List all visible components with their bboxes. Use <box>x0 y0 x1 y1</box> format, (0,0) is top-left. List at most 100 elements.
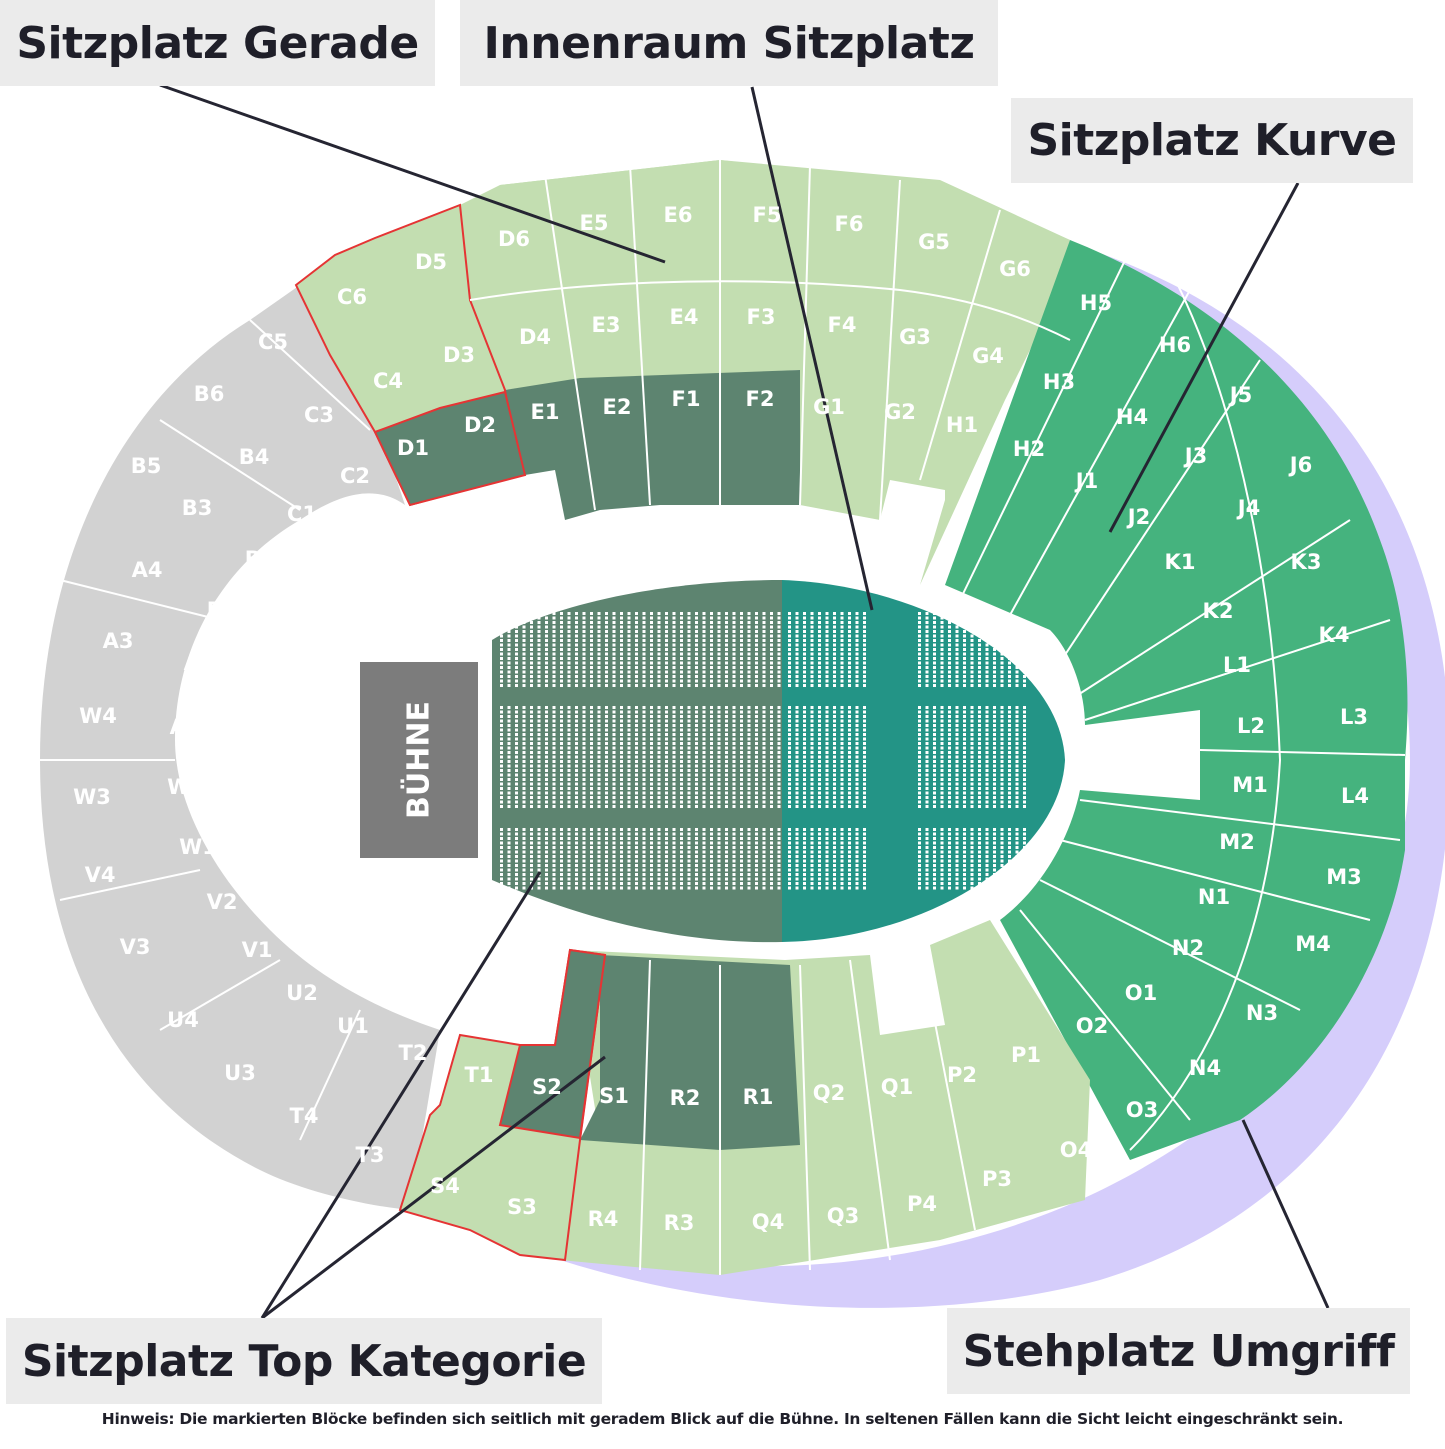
floor-seat-dot <box>530 837 533 840</box>
floor-seat-dot <box>702 846 706 849</box>
floor-seat-dot <box>642 634 646 638</box>
floor-seat-dot <box>687 755 691 759</box>
floor-seat-dot <box>500 724 503 727</box>
floor-seat-dot <box>940 805 944 808</box>
floor-seat-dot <box>582 769 586 772</box>
floor-seat-dot <box>635 657 638 660</box>
floor-seat-dot <box>825 841 829 845</box>
floor-seat-dot <box>710 639 713 642</box>
floor-seat-dot <box>530 864 533 867</box>
floor-seat-dot <box>933 639 936 642</box>
floor-seat-dot <box>695 612 698 615</box>
floor-seat-dot <box>863 760 866 763</box>
floor-seat-dot <box>740 746 743 750</box>
floor-seat-dot <box>635 612 638 615</box>
floor-seat-dot <box>635 715 638 718</box>
highlight-bottom-left-dark[interactable] <box>498 948 607 1140</box>
floor-seat-dot <box>833 710 836 714</box>
floor-seat-dot <box>732 800 736 804</box>
floor-seat-dot <box>963 737 966 741</box>
floor-seat-dot <box>560 773 563 777</box>
floor-seat-dot <box>515 710 518 714</box>
floor-seat-dot <box>635 791 638 795</box>
floor-seat-dot <box>848 724 851 727</box>
floor-seat-dot <box>803 643 806 647</box>
floor-seat-dot <box>627 652 631 656</box>
floor-seat-dot <box>582 886 586 890</box>
floor-seat-dot <box>507 882 511 885</box>
floor-seat-dot <box>810 679 814 683</box>
floor-seat-dot <box>1015 755 1019 759</box>
block-E5: E5 <box>580 211 609 235</box>
floor-seat-dot <box>978 832 981 836</box>
block-D6: D6 <box>498 227 530 251</box>
floor-seat-dot <box>732 710 736 714</box>
floor-seat-dot <box>863 791 866 795</box>
floor-seat-dot <box>695 877 698 881</box>
floor-seat-dot <box>650 710 653 714</box>
floor-seat-dot <box>575 706 578 709</box>
floor-seat-dot <box>500 666 503 669</box>
floor-seat-dot <box>970 837 974 840</box>
floor-seat-dot <box>747 773 751 777</box>
floor-seat-dot <box>575 805 578 808</box>
floor-seat-dot <box>642 616 646 620</box>
highlight-top-left-dark[interactable] <box>373 390 527 507</box>
floor-seat-dot <box>725 805 728 808</box>
floor-seat-dot <box>933 846 936 849</box>
floor-seat-dot <box>500 859 503 863</box>
floor-seat-dot <box>795 715 799 718</box>
bottom-premium[interactable] <box>580 955 800 1150</box>
floor-seat-dot <box>522 837 526 840</box>
floor-seat-dot <box>665 719 668 723</box>
floor-seat-dot <box>810 710 814 714</box>
floor-seat-dot <box>530 778 533 781</box>
floor-seat-dot <box>582 832 586 836</box>
grey-outer-ring[interactable] <box>40 285 440 1210</box>
floor-seat-dot <box>665 657 668 660</box>
floor-seat-dot <box>522 764 526 768</box>
floor-seat-dot <box>740 855 743 858</box>
floor-seat-dot <box>695 710 698 714</box>
floor-seat-dot <box>515 684 518 687</box>
floor-seat-dot <box>537 724 541 727</box>
floor-seat-dot <box>680 841 683 845</box>
floor-seat-dot <box>507 805 511 808</box>
floor-seat-dot <box>552 832 556 836</box>
floor-seat-dot <box>933 778 936 781</box>
floor-seat-dot <box>552 616 556 620</box>
floor-seat-dot <box>545 791 548 795</box>
floor-seat-dot <box>933 787 936 790</box>
floor-seat-dot <box>925 715 929 718</box>
floor-seat-dot <box>597 855 601 858</box>
floor-seat-dot <box>665 800 668 804</box>
floor-seat-dot <box>515 864 518 867</box>
floor-seat-dot <box>582 733 586 736</box>
floor-seat-dot <box>732 737 736 741</box>
floor-seat-dot <box>507 837 511 840</box>
top-straight-upper[interactable] <box>470 160 1070 320</box>
floor-seat-dot <box>747 760 751 763</box>
floor-seat-dot <box>567 791 571 795</box>
floor-seat-dot <box>848 652 851 656</box>
floor-seat-dot <box>948 855 951 858</box>
floor-seat-dot <box>680 652 683 656</box>
floor-seat-dot <box>650 850 653 854</box>
kurve-section[interactable] <box>945 240 1408 1160</box>
floor-seat-dot <box>732 859 736 863</box>
floor-seat-dot <box>620 868 623 872</box>
floor-seat-dot <box>515 886 518 890</box>
floor-seat-dot <box>680 648 683 651</box>
floor-seat-dot <box>770 657 773 660</box>
floor-seat-dot <box>627 724 631 727</box>
floor-seat-dot <box>948 764 951 768</box>
floor-seat-dot <box>948 746 951 750</box>
floor-seat-dot <box>933 886 936 890</box>
floor-seat-dot <box>710 661 713 665</box>
floor-seat-dot <box>695 882 698 885</box>
floor-seat-dot <box>500 846 503 849</box>
floor-seat-dot <box>948 837 951 840</box>
block-C2: C2 <box>340 464 370 488</box>
floor-seat-dot <box>948 679 951 683</box>
stage[interactable] <box>360 662 478 858</box>
